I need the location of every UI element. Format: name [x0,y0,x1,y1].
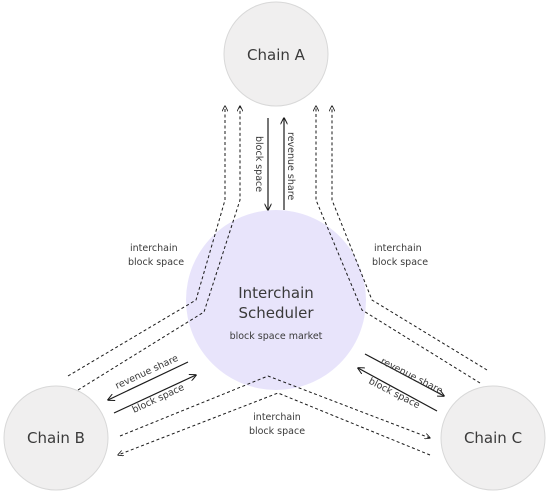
right-interchain-outer-path [332,106,488,371]
scheduler-title-line1: Interchain [238,284,314,302]
left-interchain-outer-path [67,106,225,377]
scheduler-title-line2: Scheduler [238,304,314,322]
bottom-block-space-label: block space [249,426,305,437]
right-interchain-inner-path [316,106,481,384]
a-block-space-label: block space [253,136,264,192]
c-revenue-share-arrow [364,353,444,396]
left-interchain-inner-path [77,106,240,391]
chain-a-circle [223,1,329,107]
b-block-space-arrow [113,375,196,414]
chain-b-circle [3,385,109,491]
b-revenue-share-arrow [108,361,189,400]
chain-b-label: Chain B [27,429,85,447]
right-interchain-label: interchain [374,243,422,254]
left-block-space-label: block space [128,257,184,268]
bottom-interchain-label: interchain [253,412,301,423]
scheduler-circle [186,210,366,390]
b-block-space-label: block space [131,382,187,416]
chain-c-label: Chain C [464,429,522,447]
a-revenue-share-label: revenue share [285,132,296,200]
chain-a-label: Chain A [247,46,306,64]
left-interchain-label: interchain [130,243,178,254]
bottom-interchain-outer-path [119,375,430,438]
bottom-interchain-inner-path [118,392,431,455]
right-block-space-label: block space [372,257,428,268]
scheduler-subtitle: block space market [230,331,323,342]
b-revenue-share-label: revenue share [114,353,181,392]
c-block-space-arrow [358,368,438,412]
chain-c-circle [440,385,546,491]
